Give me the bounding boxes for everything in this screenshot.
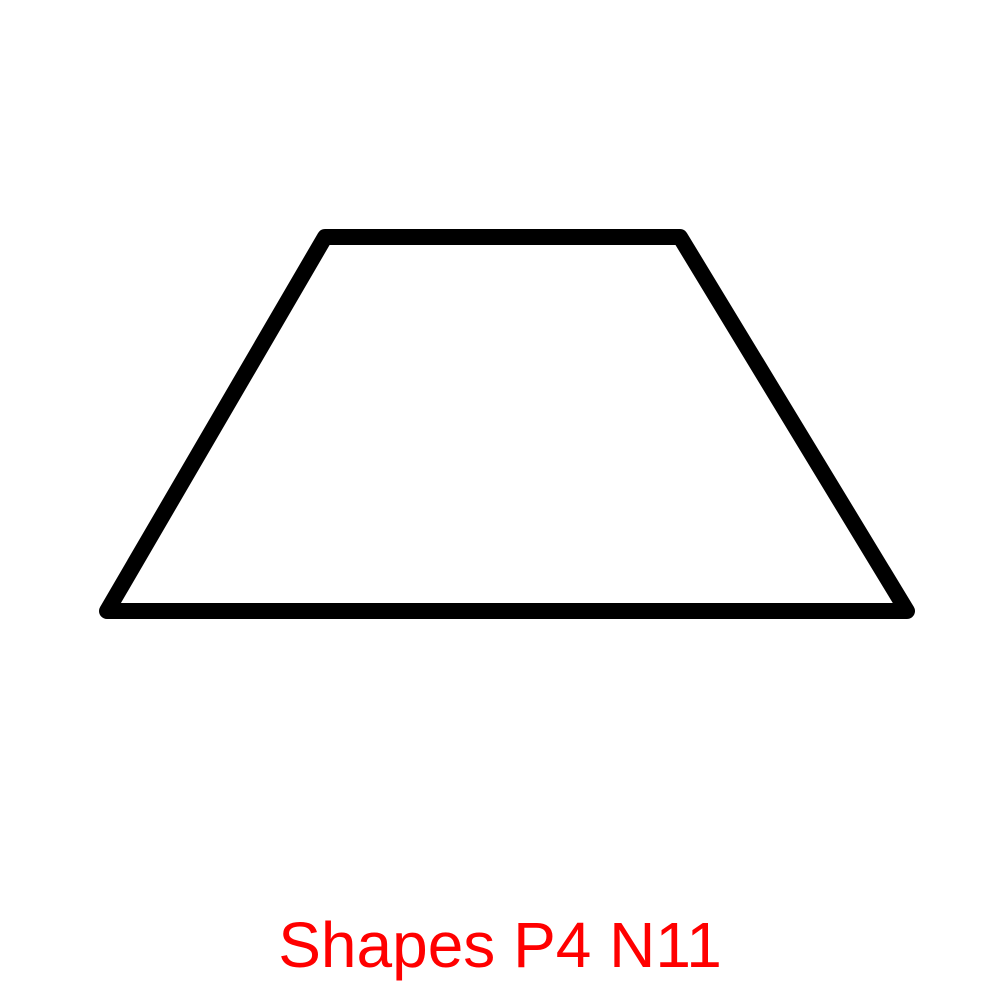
trapezoid-shape [99,229,915,619]
shape-caption: Shapes P4 N11 [278,909,722,981]
